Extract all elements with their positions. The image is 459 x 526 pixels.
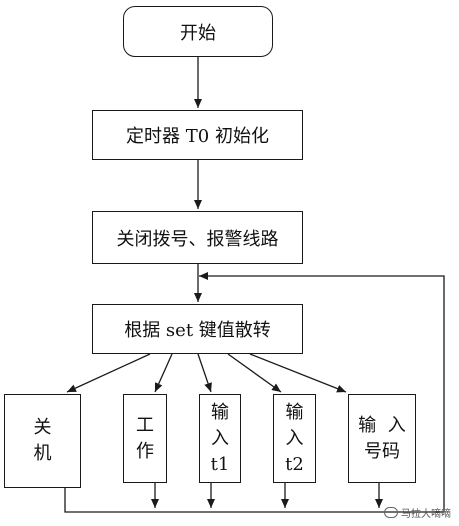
dispatch-node: 根据 set 键值散转 [92, 304, 303, 354]
branch-input-t1-line-2: 入 [211, 427, 229, 449]
arrow-dispatch-to-branch-5 [249, 353, 347, 393]
wechat-icon [384, 507, 398, 518]
start-node: 开始 [123, 6, 273, 57]
arrow-dispatch-to-branch-4 [227, 353, 282, 393]
branch-input-number-line-2: 号码 [364, 440, 400, 462]
branch-work-line-1: 工 [136, 414, 154, 436]
branch-work-node: 工 作 [123, 394, 167, 483]
branch-work-line-2: 作 [136, 440, 154, 462]
branch-shutdown-node: 关 机 [4, 394, 81, 488]
branch-input-t2-line-2: 入 [285, 427, 304, 449]
timer-init-label: 定时器 T0 初始化 [126, 126, 269, 147]
start-label: 开始 [180, 22, 216, 44]
close-lines-label: 关闭拨号、报警线路 [116, 228, 279, 250]
branch-shutdown-line-2: 机 [33, 443, 52, 464]
arrow-dispatch-to-branch-3 [197, 353, 212, 393]
arrow-dispatch-to-branch-2 [154, 353, 173, 393]
branch-input-t2-line-1: 输 [285, 401, 304, 423]
dispatch-label: 根据 set 键值散转 [124, 320, 271, 341]
watermark: 马拉大嘀嘀 [384, 505, 451, 520]
close-lines-node: 关闭拨号、报警线路 [92, 211, 303, 264]
feedback-loop-line [64, 272, 445, 513]
branch-input-t1-line-3: t1 [210, 453, 230, 475]
branch-input-t2-node: 输 入 t2 [273, 394, 316, 483]
branch-input-number-line-1: 输 入 [358, 414, 406, 436]
timer-init-node: 定时器 T0 初始化 [92, 110, 303, 160]
branch-input-t2-line-3: t2 [285, 453, 304, 475]
branch-input-t1-node: 输 入 t1 [199, 394, 241, 483]
branch-shutdown-line-1: 关 [33, 417, 52, 438]
branch-input-number-node: 输 入 号码 [348, 394, 416, 483]
arrow-dispatch-to-branch-1 [66, 353, 151, 393]
branch-input-t1-line-1: 输 [211, 401, 229, 423]
watermark-text: 马拉大嘀嘀 [401, 509, 451, 520]
